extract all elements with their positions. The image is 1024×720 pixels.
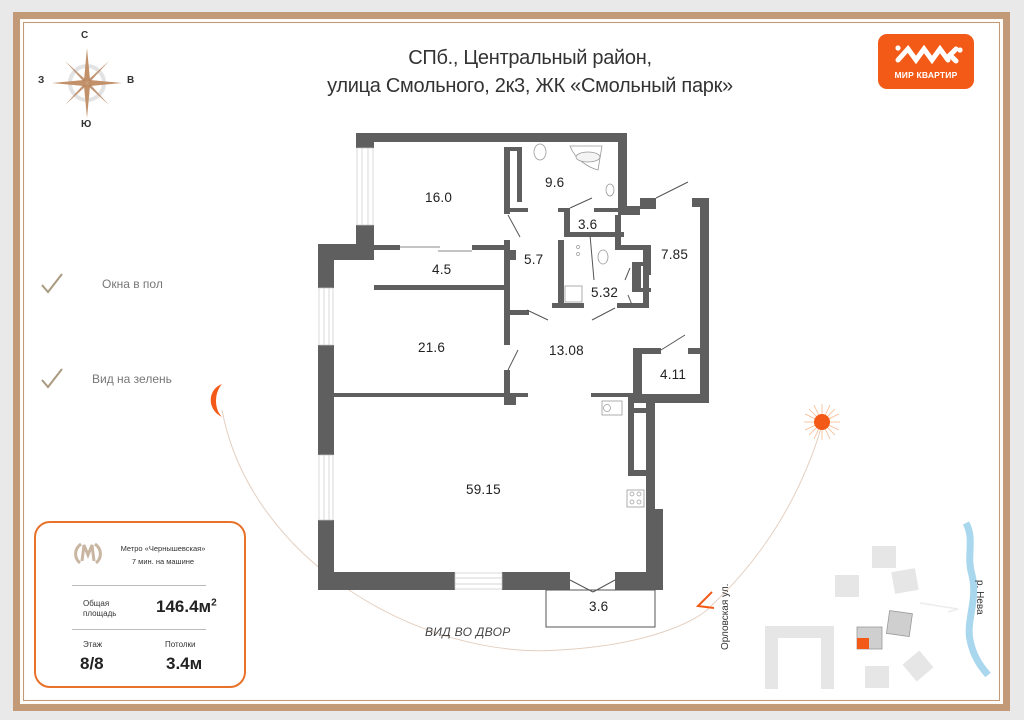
street-label: Орловская ул. <box>720 583 731 650</box>
metro-info: Метро «Чернышевская» 7 мин. на машине <box>88 542 238 568</box>
card-divider <box>72 629 206 630</box>
room-area-bedroom-2: 21.6 <box>418 340 446 355</box>
floor-value: 8/8 <box>80 654 104 673</box>
room-area-closet-1: 3.6 <box>578 217 598 232</box>
ceiling-label: Потолки <box>165 640 196 649</box>
area-value: 146.4м <box>156 597 212 616</box>
metro-icon <box>74 542 102 565</box>
checkmark-icon <box>41 368 63 389</box>
compass-south-label: Ю <box>81 119 92 130</box>
address-title: СПб., Центральный район, улица Смольного… <box>260 44 800 100</box>
room-area-bathroom-2: 5.32 <box>591 285 619 300</box>
room-area-living-kitchen: 59.15 <box>466 482 501 497</box>
metro-travel-time: 7 мин. на машине <box>131 557 195 566</box>
moon-icon <box>210 384 222 417</box>
compass-west-label: З <box>38 75 45 86</box>
room-area-corridor: 5.7 <box>524 252 544 267</box>
view-label: ВИД ВО ДВОР <box>425 625 511 639</box>
compass-rose-icon <box>52 48 122 118</box>
area-label-line2: площадь <box>83 609 117 618</box>
feature-green-view: Вид на зелень <box>40 367 172 391</box>
room-area-bedroom-1: 16.0 <box>425 190 453 205</box>
total-area-value: 146.4м2 <box>156 597 217 617</box>
feature-floor-windows: Окна в пол <box>40 272 163 296</box>
logo-text: МИР КВАРТИР <box>894 70 958 80</box>
arrow-direction-icon <box>695 591 715 609</box>
logo-mark-icon <box>895 44 963 65</box>
address-line-2: улица Смольного, 2к3, ЖК «Смольный парк» <box>327 75 733 97</box>
ceiling-value: 3.4м <box>166 654 203 673</box>
mir-kvartir-logo: МИР КВАРТИР <box>878 34 974 89</box>
checkmark-icon <box>41 273 63 294</box>
compass-north-label: С <box>81 30 89 41</box>
metro-station: Метро «Чернышевская» <box>120 544 206 553</box>
room-area-storage: 4.11 <box>660 367 687 382</box>
address-line-1: СПб., Центральный район, <box>408 47 652 69</box>
room-area-bathroom-1: 9.6 <box>545 175 565 190</box>
room-area-wardrobe: 4.5 <box>432 262 452 277</box>
sun-icon <box>804 404 840 440</box>
compass-east-label: В <box>127 75 135 86</box>
card-divider <box>72 585 206 586</box>
frame-inner-border <box>23 22 1000 701</box>
river-label: р. Нева <box>974 580 985 615</box>
room-area-balcony: 3.6 <box>589 599 609 614</box>
info-card <box>34 521 246 688</box>
feature-label: Вид на зелень <box>92 372 172 386</box>
floor-label: Этаж <box>83 640 103 649</box>
area-label: Общая площадь <box>83 599 116 619</box>
feature-label: Окна в пол <box>102 277 163 291</box>
room-area-hall-2: 13.08 <box>549 343 584 358</box>
room-area-hall-1: 7.85 <box>661 247 689 262</box>
area-label-line1: Общая <box>83 599 110 608</box>
area-unit-superscript: 2 <box>211 597 217 609</box>
